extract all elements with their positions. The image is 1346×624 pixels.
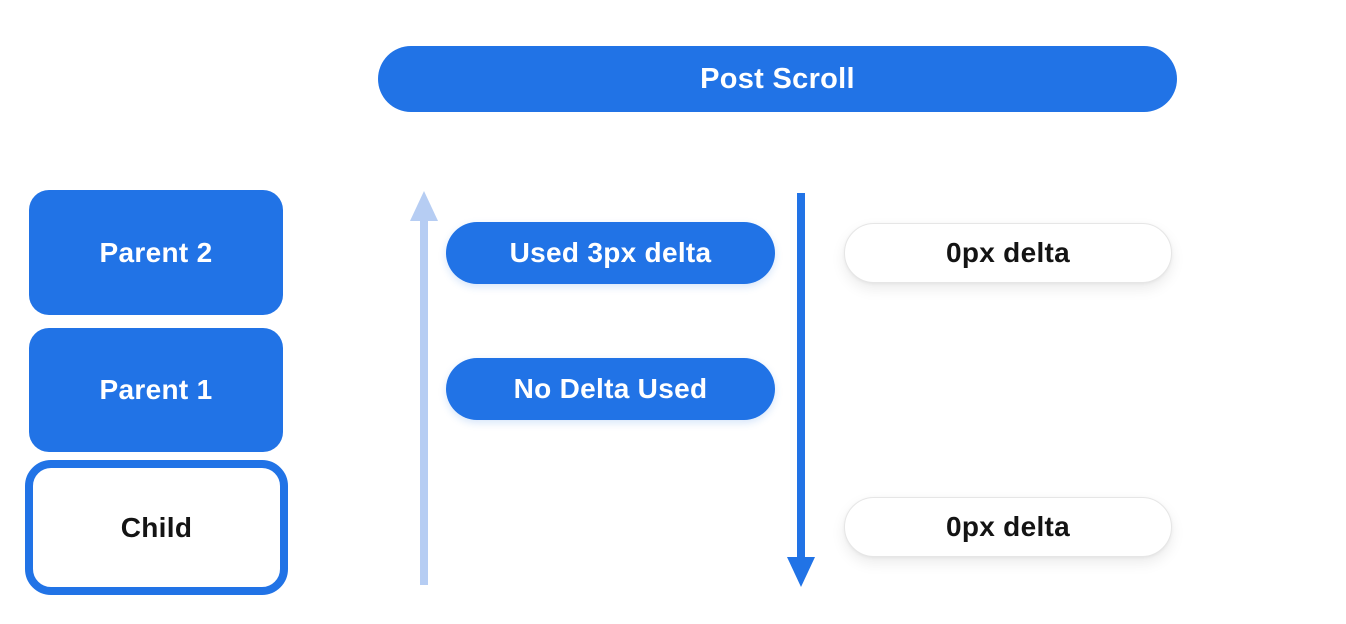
no-delta-used-label: No Delta Used bbox=[513, 373, 708, 404]
child-label: Child bbox=[120, 511, 193, 543]
parent-2-label: Parent 2 bbox=[99, 236, 213, 268]
arrow-down-icon bbox=[787, 193, 815, 587]
zero-px-delta-pill-top: 0px delta bbox=[844, 223, 1172, 283]
zero-px-delta-top-label: 0px delta bbox=[945, 237, 1071, 268]
arrow-up-icon bbox=[410, 191, 438, 585]
parent-1-label: Parent 1 bbox=[99, 374, 213, 405]
post-scroll-header: Post Scroll bbox=[378, 46, 1177, 112]
post-scroll-label: Post Scroll bbox=[700, 62, 855, 95]
child-box: Child bbox=[25, 460, 288, 595]
no-delta-used-pill: No Delta Used bbox=[446, 358, 775, 420]
used-3px-delta-label: Used 3px delta bbox=[509, 237, 712, 268]
used-3px-delta-pill: Used 3px delta bbox=[446, 222, 775, 284]
zero-px-delta-pill-bottom: 0px delta bbox=[844, 497, 1172, 557]
parent-2-box: Parent 2 bbox=[29, 190, 283, 315]
parent-1-box: Parent 1 bbox=[29, 328, 283, 452]
zero-px-delta-bottom-label: 0px delta bbox=[945, 511, 1071, 542]
